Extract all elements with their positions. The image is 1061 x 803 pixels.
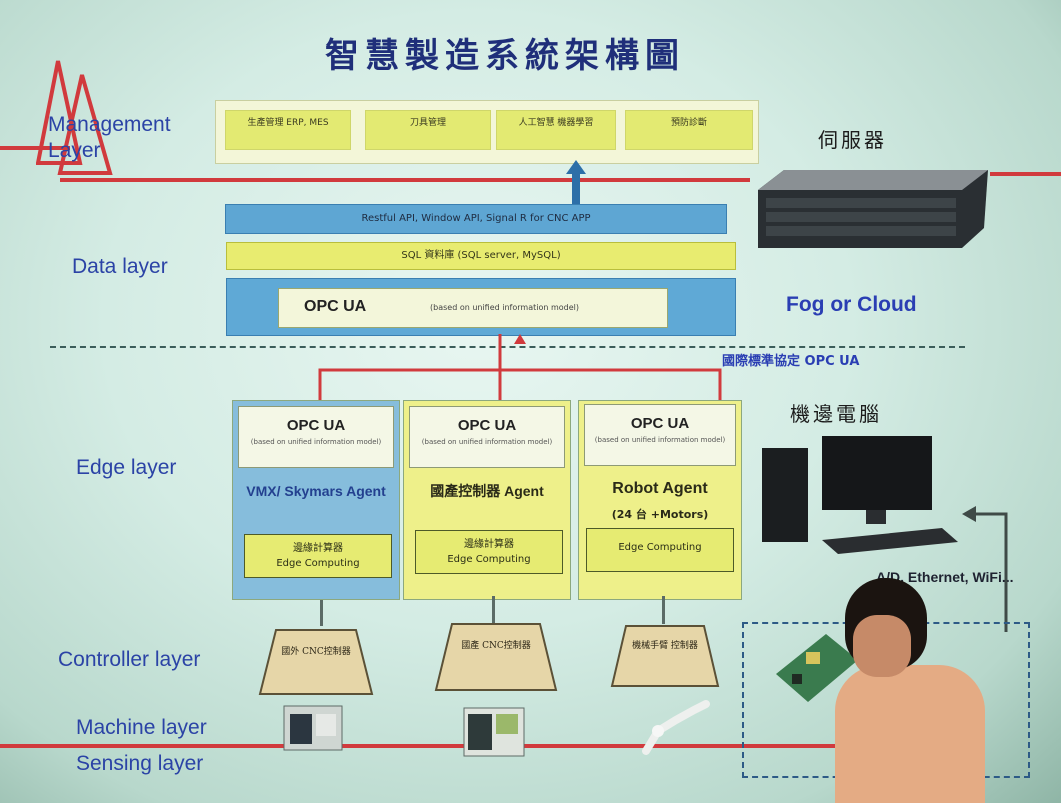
management-layer-label: Management Layer: [48, 113, 171, 162]
server-rack-icon: [758, 170, 988, 248]
robot-agent-label: Robot Agent: [612, 480, 708, 497]
presenter-body: [835, 665, 985, 803]
controller-label: 國產 CNC控制器: [461, 641, 531, 651]
robot-agent-sub: (24 台 +Motors): [611, 508, 709, 521]
fog-edge-divider: [50, 346, 965, 348]
slide-title: 智慧製造系統架構圖: [325, 36, 685, 76]
edge-computer-label: 機邊電腦: [790, 402, 882, 426]
management-cell: 人工智慧 機器學習: [496, 110, 616, 150]
server-label: 伺服器: [818, 128, 887, 152]
edge-opc-note: (based on unified information model): [250, 438, 382, 446]
sql-bar: SQL 資料庫 (SQL server, MySQL): [226, 242, 736, 270]
edge-computing-box: Edge Computing: [586, 528, 734, 572]
controller-shape: [610, 625, 720, 687]
ec-title: 邊緣計算器: [464, 539, 514, 550]
edge-opc-label: OPC UA: [630, 415, 690, 432]
red-line-machine: [0, 744, 845, 748]
management-cell: 生產管理 ERP, MES: [225, 110, 351, 150]
controller-label: 國外 CNC控制器: [281, 647, 351, 657]
edge-opc-label: OPC UA: [457, 417, 517, 434]
edge-opc-box: OPC UA (based on unified information mod…: [238, 406, 394, 468]
edge-opc-box: OPC UA (based on unified information mod…: [409, 406, 565, 468]
ec-title: 邊緣計算器: [293, 543, 343, 554]
controller-shape: [258, 629, 374, 695]
edge-opc-box: OPC UA (based on unified information mod…: [584, 404, 736, 466]
robot-arm-icon: [642, 700, 710, 755]
connectivity-label: A/D, Ethernet, WiFi...: [876, 569, 1014, 585]
return-arrow-icon: [962, 506, 1008, 632]
opc-ua-note: (based on unified information model): [430, 303, 580, 312]
edge-opc-label: OPC UA: [286, 417, 346, 434]
controller-connector: [662, 596, 665, 624]
fog-cloud-label: Fog or Cloud: [786, 293, 917, 316]
cnc-machine-icon: [463, 707, 525, 757]
presenter-face: [853, 615, 911, 677]
management-cell: 預防診斷: [625, 110, 753, 150]
circuit-board-icon: [776, 634, 858, 702]
edge-opc-note: (based on unified information model): [421, 438, 553, 446]
opc-connector-lines: [318, 334, 722, 402]
cnc-machine-icon: [283, 705, 343, 751]
edge-computing-box: 邊緣計算器 Edge Computing: [415, 530, 563, 574]
controller-label: 機械手臂 控制器: [632, 641, 698, 651]
opc-ua-inner-box: [278, 288, 668, 328]
ec-subtitle: Edge Computing: [618, 542, 702, 553]
edge-opc-note: (based on unified information model): [594, 436, 726, 444]
opc-ua-label: OPC UA: [304, 298, 367, 315]
desktop-computer-icon: [762, 436, 958, 554]
machine-layer-label: Machine layer: [76, 716, 207, 739]
ec-subtitle: Edge Computing: [276, 558, 360, 569]
red-line-top-left: [0, 146, 70, 150]
red-line-top-right: [990, 172, 1061, 176]
protocol-label: 國際標準協定 OPC UA: [722, 354, 860, 369]
controller-layer-label: Controller layer: [58, 648, 201, 671]
vmx-agent-label: VMX/ Skymars Agent: [246, 483, 386, 499]
red-line-management: [60, 178, 750, 182]
up-arrow-icon: [566, 160, 586, 206]
controller-shape: [434, 623, 558, 691]
controller-connector: [492, 596, 495, 624]
api-bar: Restful API, Window API, Signal R for CN…: [225, 204, 727, 234]
edge-layer-label: Edge layer: [76, 456, 177, 479]
logo-triangles-icon: [36, 60, 113, 175]
ec-subtitle: Edge Computing: [447, 554, 531, 565]
domestic-agent-label: 國產控制器 Agent: [430, 483, 544, 499]
sensing-layer-label: Sensing layer: [76, 752, 204, 775]
controller-connector: [320, 600, 323, 626]
data-layer-label: Data layer: [72, 255, 168, 278]
edge-computing-box: 邊緣計算器 Edge Computing: [244, 534, 392, 578]
management-cell: 刀具管理: [365, 110, 491, 150]
